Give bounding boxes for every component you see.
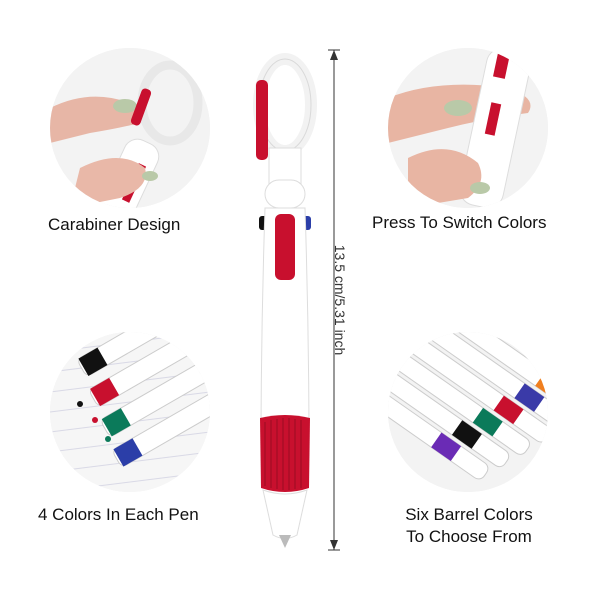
caption-six-barrel-colors: Six Barrel Colors To Choose From [384,504,554,548]
caption-press-to-switch: Press To Switch Colors [372,213,547,232]
caption-six-barrel-line2: To Choose From [406,527,532,546]
carabiner-closeup-image [50,48,210,208]
caption-six-barrel-line1: Six Barrel Colors [405,505,533,524]
press-switch-closeup-image [388,48,548,208]
carabiner-clip [256,80,268,160]
pen-product-image [253,53,317,548]
dimension-label: 13.5 cm/5.31 inch [332,244,348,356]
dimension-line [328,49,340,551]
caption-four-colors: 4 Colors In Each Pen [38,505,199,524]
four-colors-closeup-image [50,332,210,492]
caption-carabiner-design: Carabiner Design [48,215,181,234]
six-barrel-colors-image [388,332,548,492]
